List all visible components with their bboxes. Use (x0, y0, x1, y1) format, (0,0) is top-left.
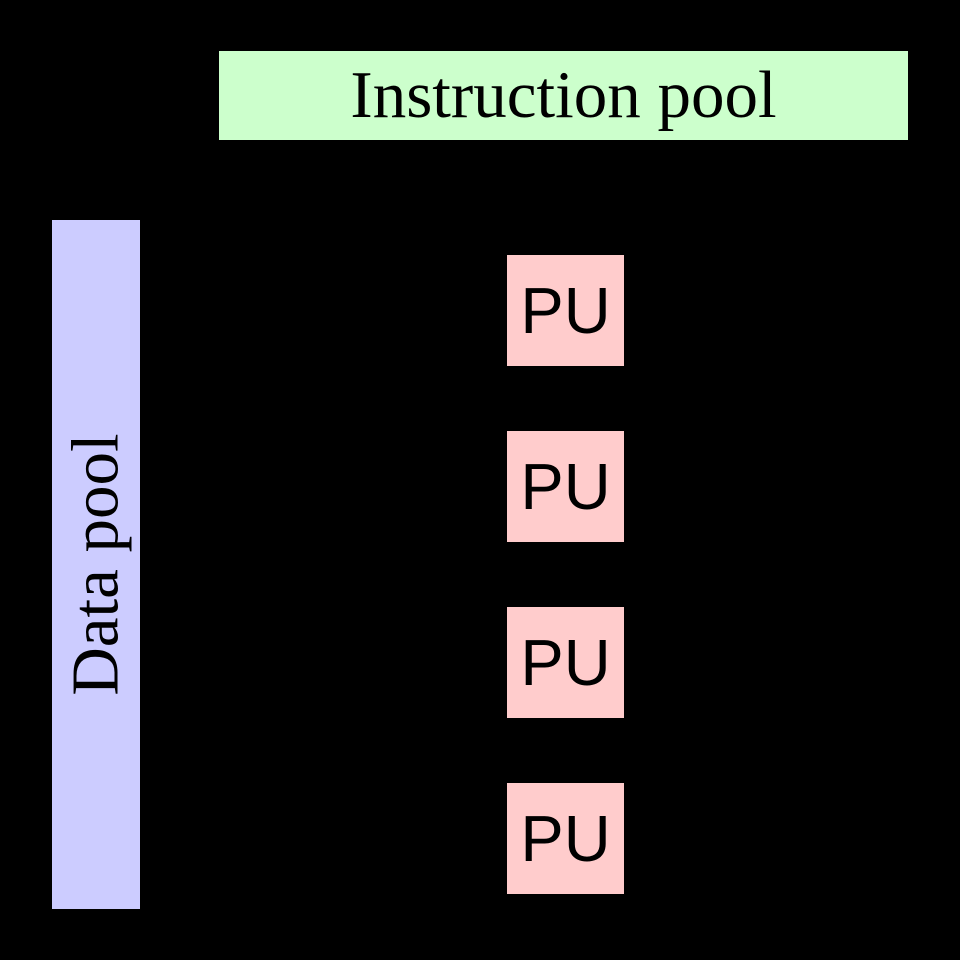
instruction-pool-label: Instruction pool (350, 58, 777, 132)
processing-unit-label: PU (520, 450, 611, 523)
data-pool-box: Data pool (51, 219, 141, 910)
data-pool-label: Data pool (58, 433, 133, 696)
processing-unit-label: PU (520, 626, 611, 699)
processing-unit-box-1: PU (506, 254, 625, 367)
processing-unit-label: PU (520, 802, 611, 875)
processing-unit-box-4: PU (506, 782, 625, 895)
processing-unit-label: PU (520, 274, 611, 347)
processing-unit-box-2: PU (506, 430, 625, 543)
processing-unit-box-3: PU (506, 606, 625, 719)
instruction-pool-box: Instruction pool (218, 50, 909, 141)
